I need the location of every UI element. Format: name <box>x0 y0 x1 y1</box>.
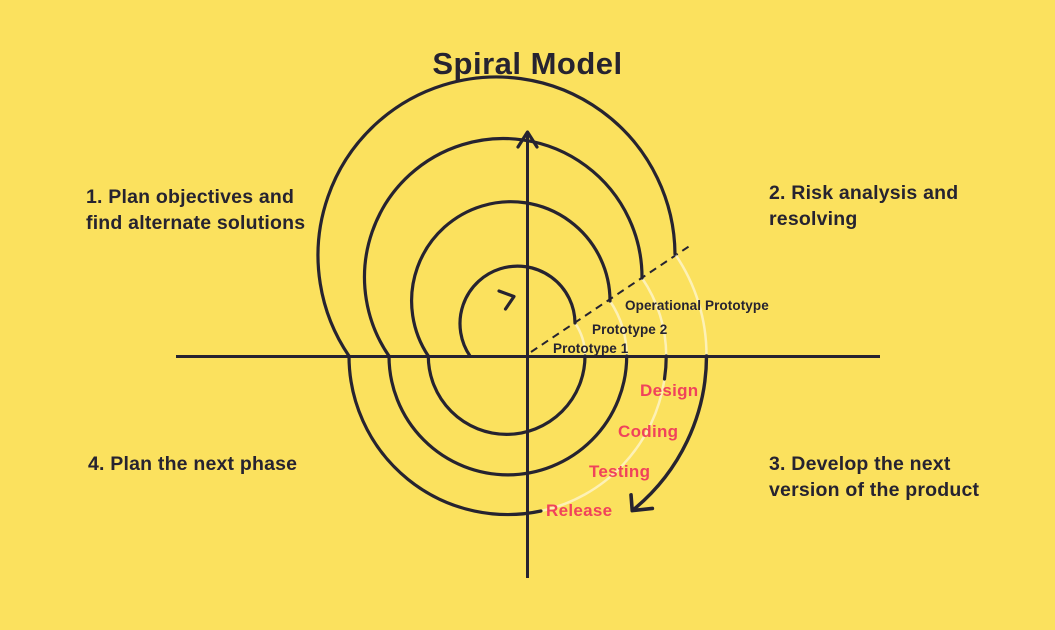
quadrant-1-line2: find alternate solutions <box>86 212 306 234</box>
phase-coding-label: Coding <box>618 422 679 441</box>
quadrant-3-label: 3. Develop the next version of the produ… <box>769 451 979 503</box>
phase-design-label: Design <box>640 381 699 400</box>
quadrant-1-label: 1. Plan objectives and find alternate so… <box>86 184 305 236</box>
quadrant-4-label: 4. Plan the next phase <box>88 451 297 477</box>
quadrant-1-line1: 1. Plan objectives and <box>86 186 295 208</box>
phase-release-label: Release <box>546 501 613 520</box>
spiral-path <box>316 75 677 517</box>
page-title: Spiral Model <box>432 46 623 81</box>
prototype-1-label: Prototype 1 <box>553 341 629 356</box>
quadrant-2-line2: resolving <box>769 208 858 230</box>
phase-testing-label: Testing <box>589 462 651 481</box>
quadrant-4-line1: 4. Plan the next phase <box>88 453 298 475</box>
quadrant-3-line1: 3. Develop the next <box>769 453 951 475</box>
prototype-2-label: Prototype 2 <box>592 322 668 337</box>
quadrant-3-line2: version of the product <box>769 479 980 501</box>
spiral-ghost-arcs <box>539 252 708 513</box>
spiral-end-arc <box>629 354 709 513</box>
quadrant-2-line1: 2. Risk analysis and <box>769 182 959 204</box>
operational-prototype-label: Operational Prototype <box>625 298 769 313</box>
quadrant-2-label: 2. Risk analysis and resolving <box>769 180 958 232</box>
inner-spiral-arrowhead-icon <box>497 289 516 311</box>
